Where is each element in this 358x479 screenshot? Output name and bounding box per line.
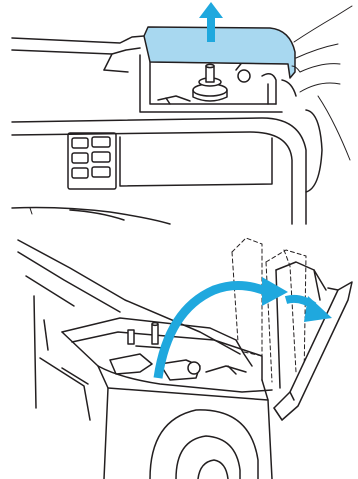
top-panel-sewing-machine (12, 2, 352, 224)
bottom-panel-sewing-machine (18, 238, 352, 479)
curved-arrow-icon (158, 277, 288, 378)
cover-ghost-positions (232, 238, 306, 382)
handwheel (150, 410, 258, 479)
top-cover (144, 27, 295, 78)
control-panel (68, 133, 272, 189)
bobbin-winder (158, 60, 250, 104)
bobbin-parts (110, 323, 246, 380)
open-cover (274, 262, 352, 420)
